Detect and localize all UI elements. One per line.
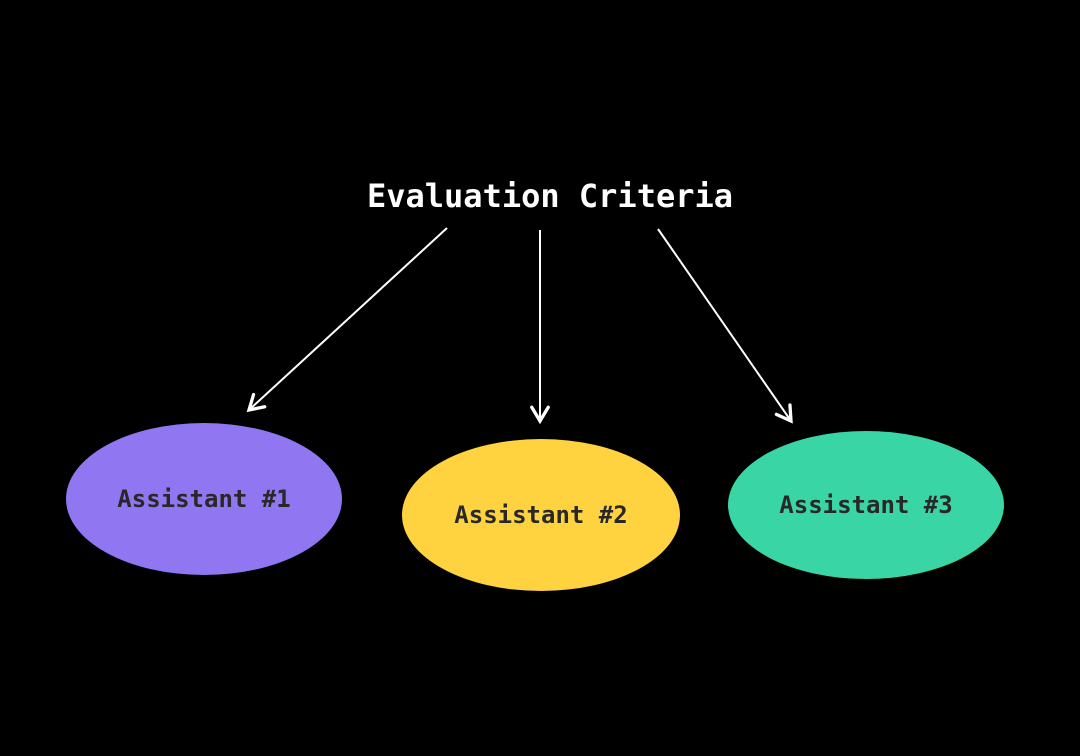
node-assistant-2-label: Assistant #2	[454, 501, 628, 529]
arrow-to-assistant-1	[246, 227, 448, 413]
arrow-to-assistant-3	[657, 228, 793, 424]
node-assistant-1-label: Assistant #1	[117, 485, 291, 513]
diagram-title: Evaluation Criteria	[366, 177, 734, 215]
node-assistant-3: Assistant #3	[728, 431, 1004, 579]
node-assistant-3-label: Assistant #3	[779, 491, 953, 519]
node-assistant-1: Assistant #1	[66, 423, 342, 575]
node-assistant-2: Assistant #2	[402, 439, 680, 591]
